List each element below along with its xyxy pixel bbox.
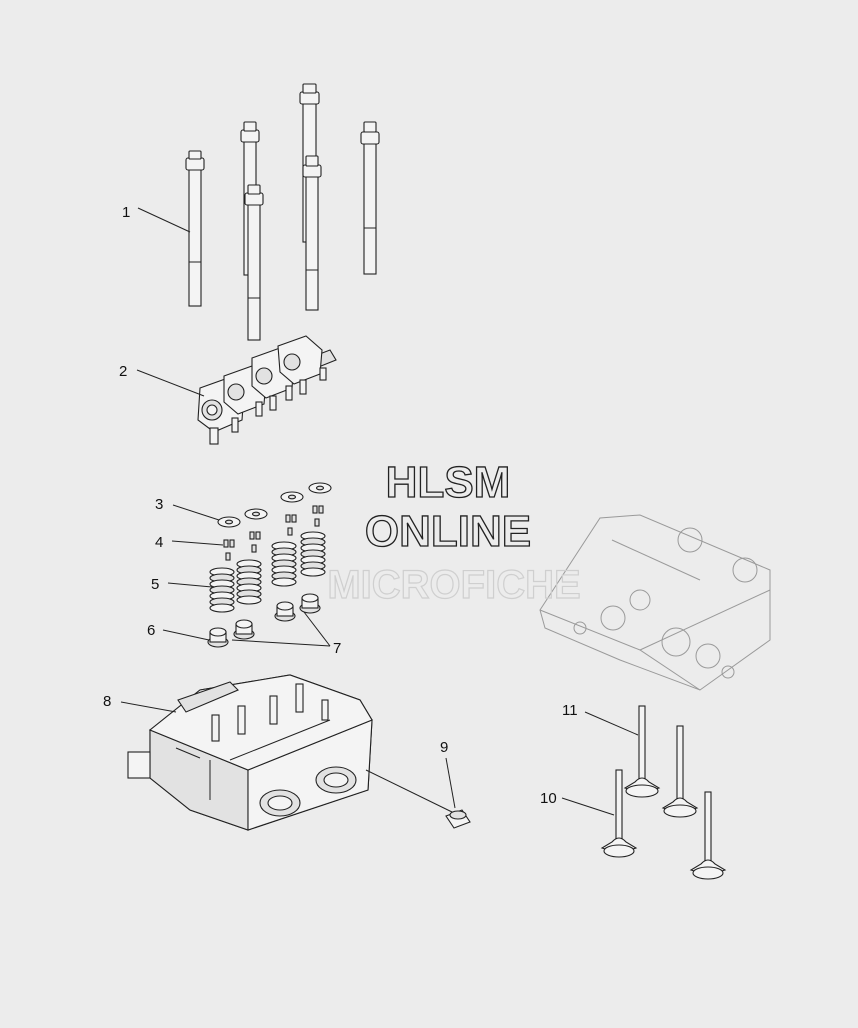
intake-valves[interactable] [623, 705, 699, 818]
head-bolts[interactable] [185, 83, 380, 341]
callout-labels: 1 2 3 4 5 6 7 8 9 10 11 [103, 204, 578, 807]
callout-5: 5 [151, 576, 159, 593]
watermark-line-1: HLSM [386, 458, 511, 507]
valve-spring-retainers[interactable] [217, 482, 332, 528]
callout-8: 8 [103, 693, 111, 710]
callout-2: 2 [119, 363, 127, 380]
rocker-arm-assembly[interactable] [197, 335, 337, 445]
callout-10: 10 [540, 790, 557, 807]
valve[interactable] [600, 769, 638, 858]
callout-11: 11 [562, 702, 578, 719]
valve[interactable] [661, 725, 699, 818]
head-bolt[interactable] [244, 184, 264, 341]
callout-6: 6 [147, 622, 155, 639]
valve-stem-seals[interactable] [207, 593, 321, 648]
leader-lines [120, 207, 639, 816]
valve-spring[interactable] [271, 541, 297, 587]
watermark-line-3: MICROFICHE [327, 563, 580, 607]
valve-springs[interactable] [209, 531, 326, 613]
callout-3: 3 [155, 496, 163, 513]
callout-7: 7 [333, 640, 341, 657]
head-bolt[interactable] [185, 150, 205, 307]
valve-spring[interactable] [209, 567, 235, 613]
exhaust-valves[interactable] [600, 769, 727, 880]
valve-keepers[interactable] [223, 505, 324, 561]
head-bolt[interactable] [360, 121, 380, 275]
watermark-line-2: ONLINE [365, 507, 531, 556]
valve[interactable] [623, 705, 661, 798]
callout-4: 4 [155, 534, 163, 551]
valve-spring[interactable] [300, 531, 326, 577]
dowel-pin[interactable] [445, 809, 471, 829]
callout-1: 1 [122, 204, 130, 221]
valve-spring[interactable] [236, 559, 262, 605]
watermark: HLSM ONLINE MICROFICHE [327, 457, 582, 607]
cylinder-head[interactable] [127, 674, 373, 831]
reference-cylinder-head-ghost [539, 514, 771, 691]
head-bolt[interactable] [302, 155, 322, 311]
callout-9: 9 [440, 739, 448, 756]
valve[interactable] [689, 791, 727, 880]
